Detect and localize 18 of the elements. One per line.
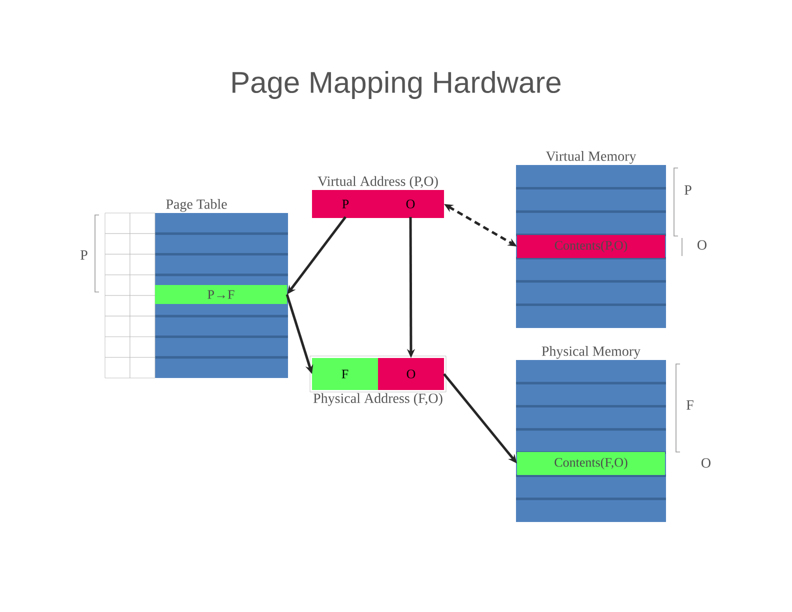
node-label: Physical Address (F,O) bbox=[313, 393, 442, 406]
memory-row: Contents(F,O) bbox=[517, 452, 665, 475]
node-label: Virtual Address (P,O) bbox=[318, 176, 438, 189]
node-label: Virtual Memory bbox=[546, 151, 636, 164]
address-field: P bbox=[342, 200, 349, 208]
title: Page Mapping Hardware bbox=[232, 71, 561, 99]
node-label: Physical Memory bbox=[542, 346, 641, 359]
dimension-label: O bbox=[702, 458, 710, 468]
node-label: Page Table bbox=[166, 199, 227, 212]
address-field: O bbox=[406, 200, 415, 208]
memory-row: Contents(P,O) bbox=[517, 235, 665, 258]
dimension-label: P bbox=[684, 185, 692, 195]
dimension-label: P bbox=[80, 250, 88, 260]
dimension-label: F bbox=[686, 400, 694, 410]
address-field: O bbox=[378, 358, 444, 390]
address-field: F bbox=[312, 358, 378, 390]
dimension-label: O bbox=[698, 240, 706, 250]
table-row: P→F bbox=[155, 285, 287, 304]
